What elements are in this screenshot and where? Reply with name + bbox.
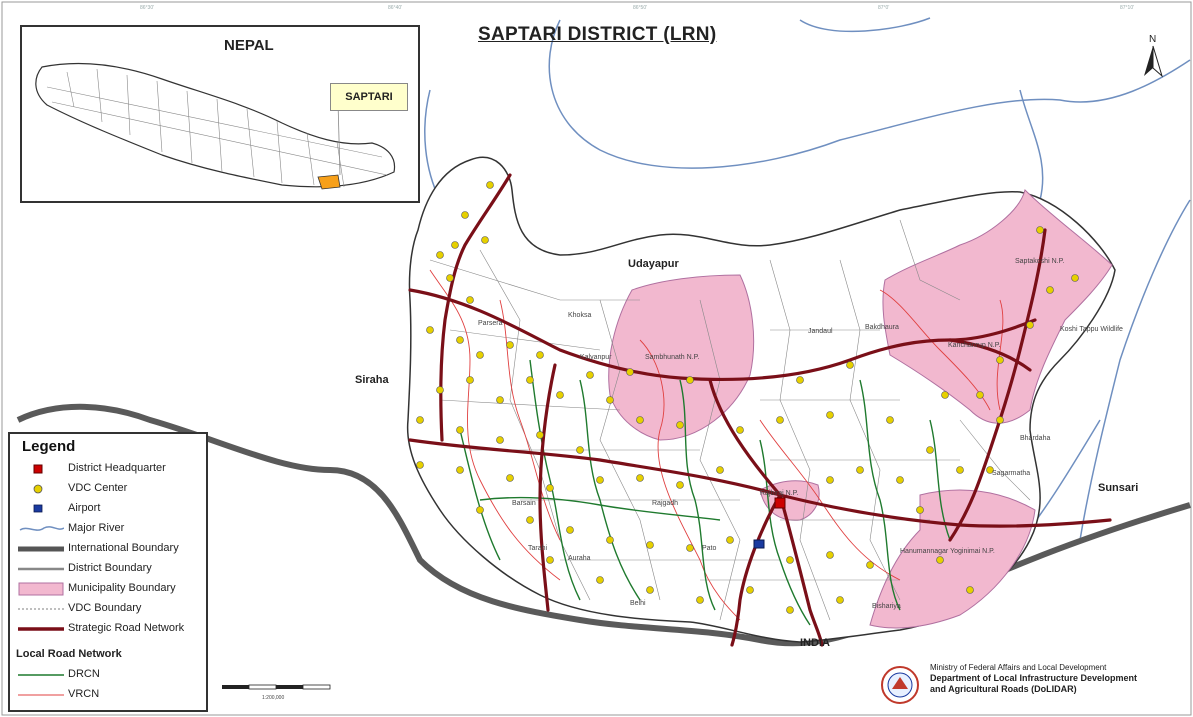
scale-label: 1:200,000 (262, 695, 284, 701)
label-siraha: Siraha (355, 374, 389, 386)
nepal-outline (35, 62, 396, 190)
label-saptakoshi: Saptakoshi N.P. (1015, 258, 1065, 265)
label-barsain: Barsain (512, 500, 536, 507)
north-label: N (1149, 34, 1156, 45)
district-hq-icon (33, 464, 43, 474)
label-sunsari: Sunsari (1098, 482, 1139, 494)
vrcn-roads (429, 269, 1004, 621)
international-boundary-icon (18, 546, 64, 552)
strategic-roads (408, 173, 1112, 647)
vdc-center-icon (33, 484, 43, 494)
vrcn-road-icon (18, 694, 64, 696)
label-auraha: Auraha (568, 555, 591, 562)
label-rajgadh: Rajgadh (652, 500, 679, 507)
legend-item-vdc-boundary: VDC Boundary (10, 600, 210, 618)
label-jandaul: Jandaul (808, 328, 833, 335)
airport-icon (33, 504, 43, 513)
municipality-kanchanrup (882, 189, 1113, 424)
strategic-road-icon (18, 627, 64, 631)
legend-item-international-boundary: International Boundary (10, 540, 210, 558)
inset-callout-saptari: SAPTARI (330, 83, 408, 111)
label-india: INDIA (800, 637, 830, 649)
legend-item-municipality-boundary: Municipality Boundary (10, 580, 210, 598)
svg-text:86°40': 86°40' (388, 5, 402, 11)
vdc-boundary-icon (18, 608, 64, 610)
label-koshi-tappu: Koshi Tappu Wildlife (1060, 326, 1123, 333)
legend-item-district-hq: District Headquarter (10, 460, 210, 478)
label-bakdhaura: Bakdhaura (865, 324, 899, 331)
label-belhi: Belhi (630, 600, 646, 607)
legend-item-vdc-center: VDC Center (10, 480, 210, 498)
vdc-centers (416, 181, 1079, 614)
scale-bar: 1:200,000 (222, 683, 332, 703)
municipality-areas (608, 189, 1113, 629)
label-rajbiraj: Rajbiraj N.P. (760, 490, 799, 497)
graticule-ticks: 86°30' 86°40' 86°50' 87°0' 87°10' (140, 5, 1134, 11)
river-line-icon (19, 526, 64, 531)
vdc-center (486, 181, 494, 189)
svg-text:86°50': 86°50' (633, 5, 647, 11)
label-khoksa: Khoksa (568, 312, 592, 319)
legend-item-district-boundary: District Boundary (10, 560, 210, 578)
vdc-boundaries (429, 219, 1031, 621)
label-hanumannagar: Hanumannagar Yoginimai N.P. (900, 548, 995, 555)
legend-item-drcn: DRCN (10, 666, 210, 684)
north-arrow-icon: N (1140, 32, 1166, 82)
credit-department-2: and Agricultural Roads (DoLIDAR) (930, 684, 1077, 694)
label-parsera: Parsera (478, 320, 503, 327)
legend-item-airport: Airport (10, 500, 210, 518)
label-bhardaha: Bhardaha (1020, 435, 1051, 442)
credit-ministry: Ministry of Federal Affairs and Local De… (930, 663, 1107, 672)
dolidar-logo (880, 665, 920, 705)
municipality-boundary-icon (18, 582, 64, 596)
district-headquarter-marker (774, 497, 786, 509)
svg-text:87°10': 87°10' (1120, 5, 1134, 11)
municipality-hanumannagar (869, 489, 1036, 629)
label-bishariya: Bishariya (872, 603, 901, 610)
credit-block: Ministry of Federal Affairs and Local De… (930, 662, 1180, 695)
label-sagarmatha: Sagarmatha (992, 470, 1031, 477)
legend-subheading: Local Road Network (16, 648, 122, 660)
inset-map: NEPAL SAPTARI (20, 25, 420, 203)
airport-marker (753, 539, 765, 549)
label-tarahi: Tarahi (528, 545, 548, 552)
district-boundary-icon (18, 567, 64, 571)
label-udayapur: Udayapur (628, 258, 679, 270)
label-kanchanrup: Kanchanrup N.P. (948, 342, 1001, 349)
legend-title: Legend (22, 438, 76, 455)
map-title: SAPTARI DISTRICT (LRN) (478, 24, 717, 45)
legend-item-vrcn: VRCN (10, 686, 210, 704)
label-pato: Pato (702, 545, 717, 552)
saptari-highlight (317, 174, 341, 190)
legend-item-major-river: Major River (10, 520, 210, 538)
map-legend: Legend District Headquarter VDC Center A… (8, 432, 208, 712)
drcn-roads (459, 359, 951, 626)
legend-item-strategic-road: Strategic Road Network (10, 620, 210, 638)
major-rivers-north (424, 17, 1191, 561)
label-shambhunath: Sambhunath N.P. (645, 354, 700, 361)
label-kalyanpur: Kalyanpur (580, 354, 612, 361)
drcn-road-icon (18, 674, 64, 676)
svg-text:86°30': 86°30' (140, 5, 154, 11)
inset-title: NEPAL (224, 37, 274, 54)
credit-department: Department of Local Infrastructure Devel… (930, 673, 1138, 683)
svg-text:87°0': 87°0' (878, 5, 889, 11)
